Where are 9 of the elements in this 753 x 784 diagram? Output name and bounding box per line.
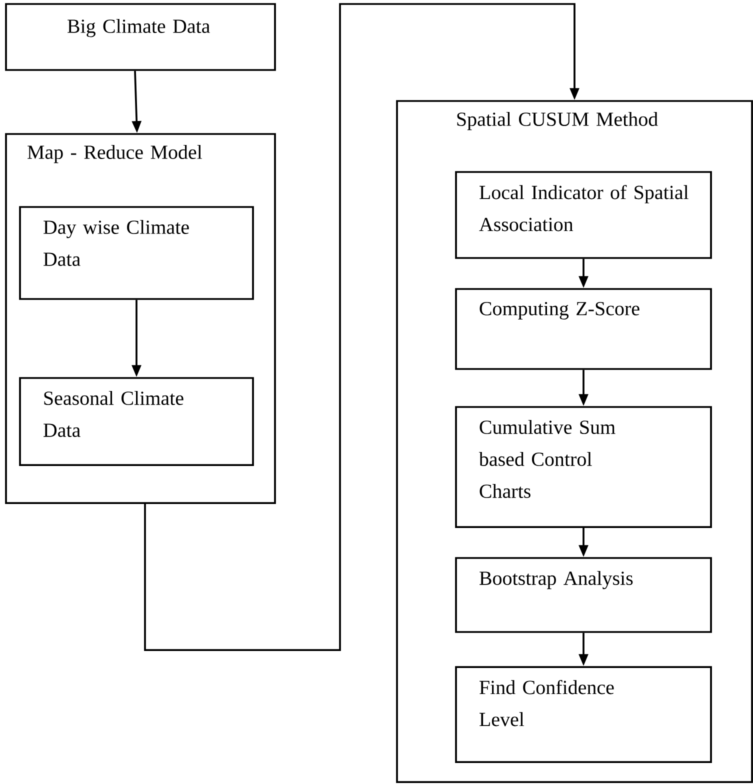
arrow <box>144 3 580 651</box>
process-box: Cumulative Sum based Control Charts <box>455 406 712 528</box>
process-box: Computing Z-Score <box>455 288 712 370</box>
process-box: Day wise Climate Data <box>19 206 254 300</box>
process-box: Seasonal Climate Data <box>19 377 254 466</box>
process-box: Find Confidence Level <box>455 666 712 763</box>
process-box: Local Indicator of Spatial Association <box>455 171 712 259</box>
process-box: Big Climate Data <box>5 3 276 71</box>
process-box: Bootstrap Analysis <box>455 557 712 633</box>
